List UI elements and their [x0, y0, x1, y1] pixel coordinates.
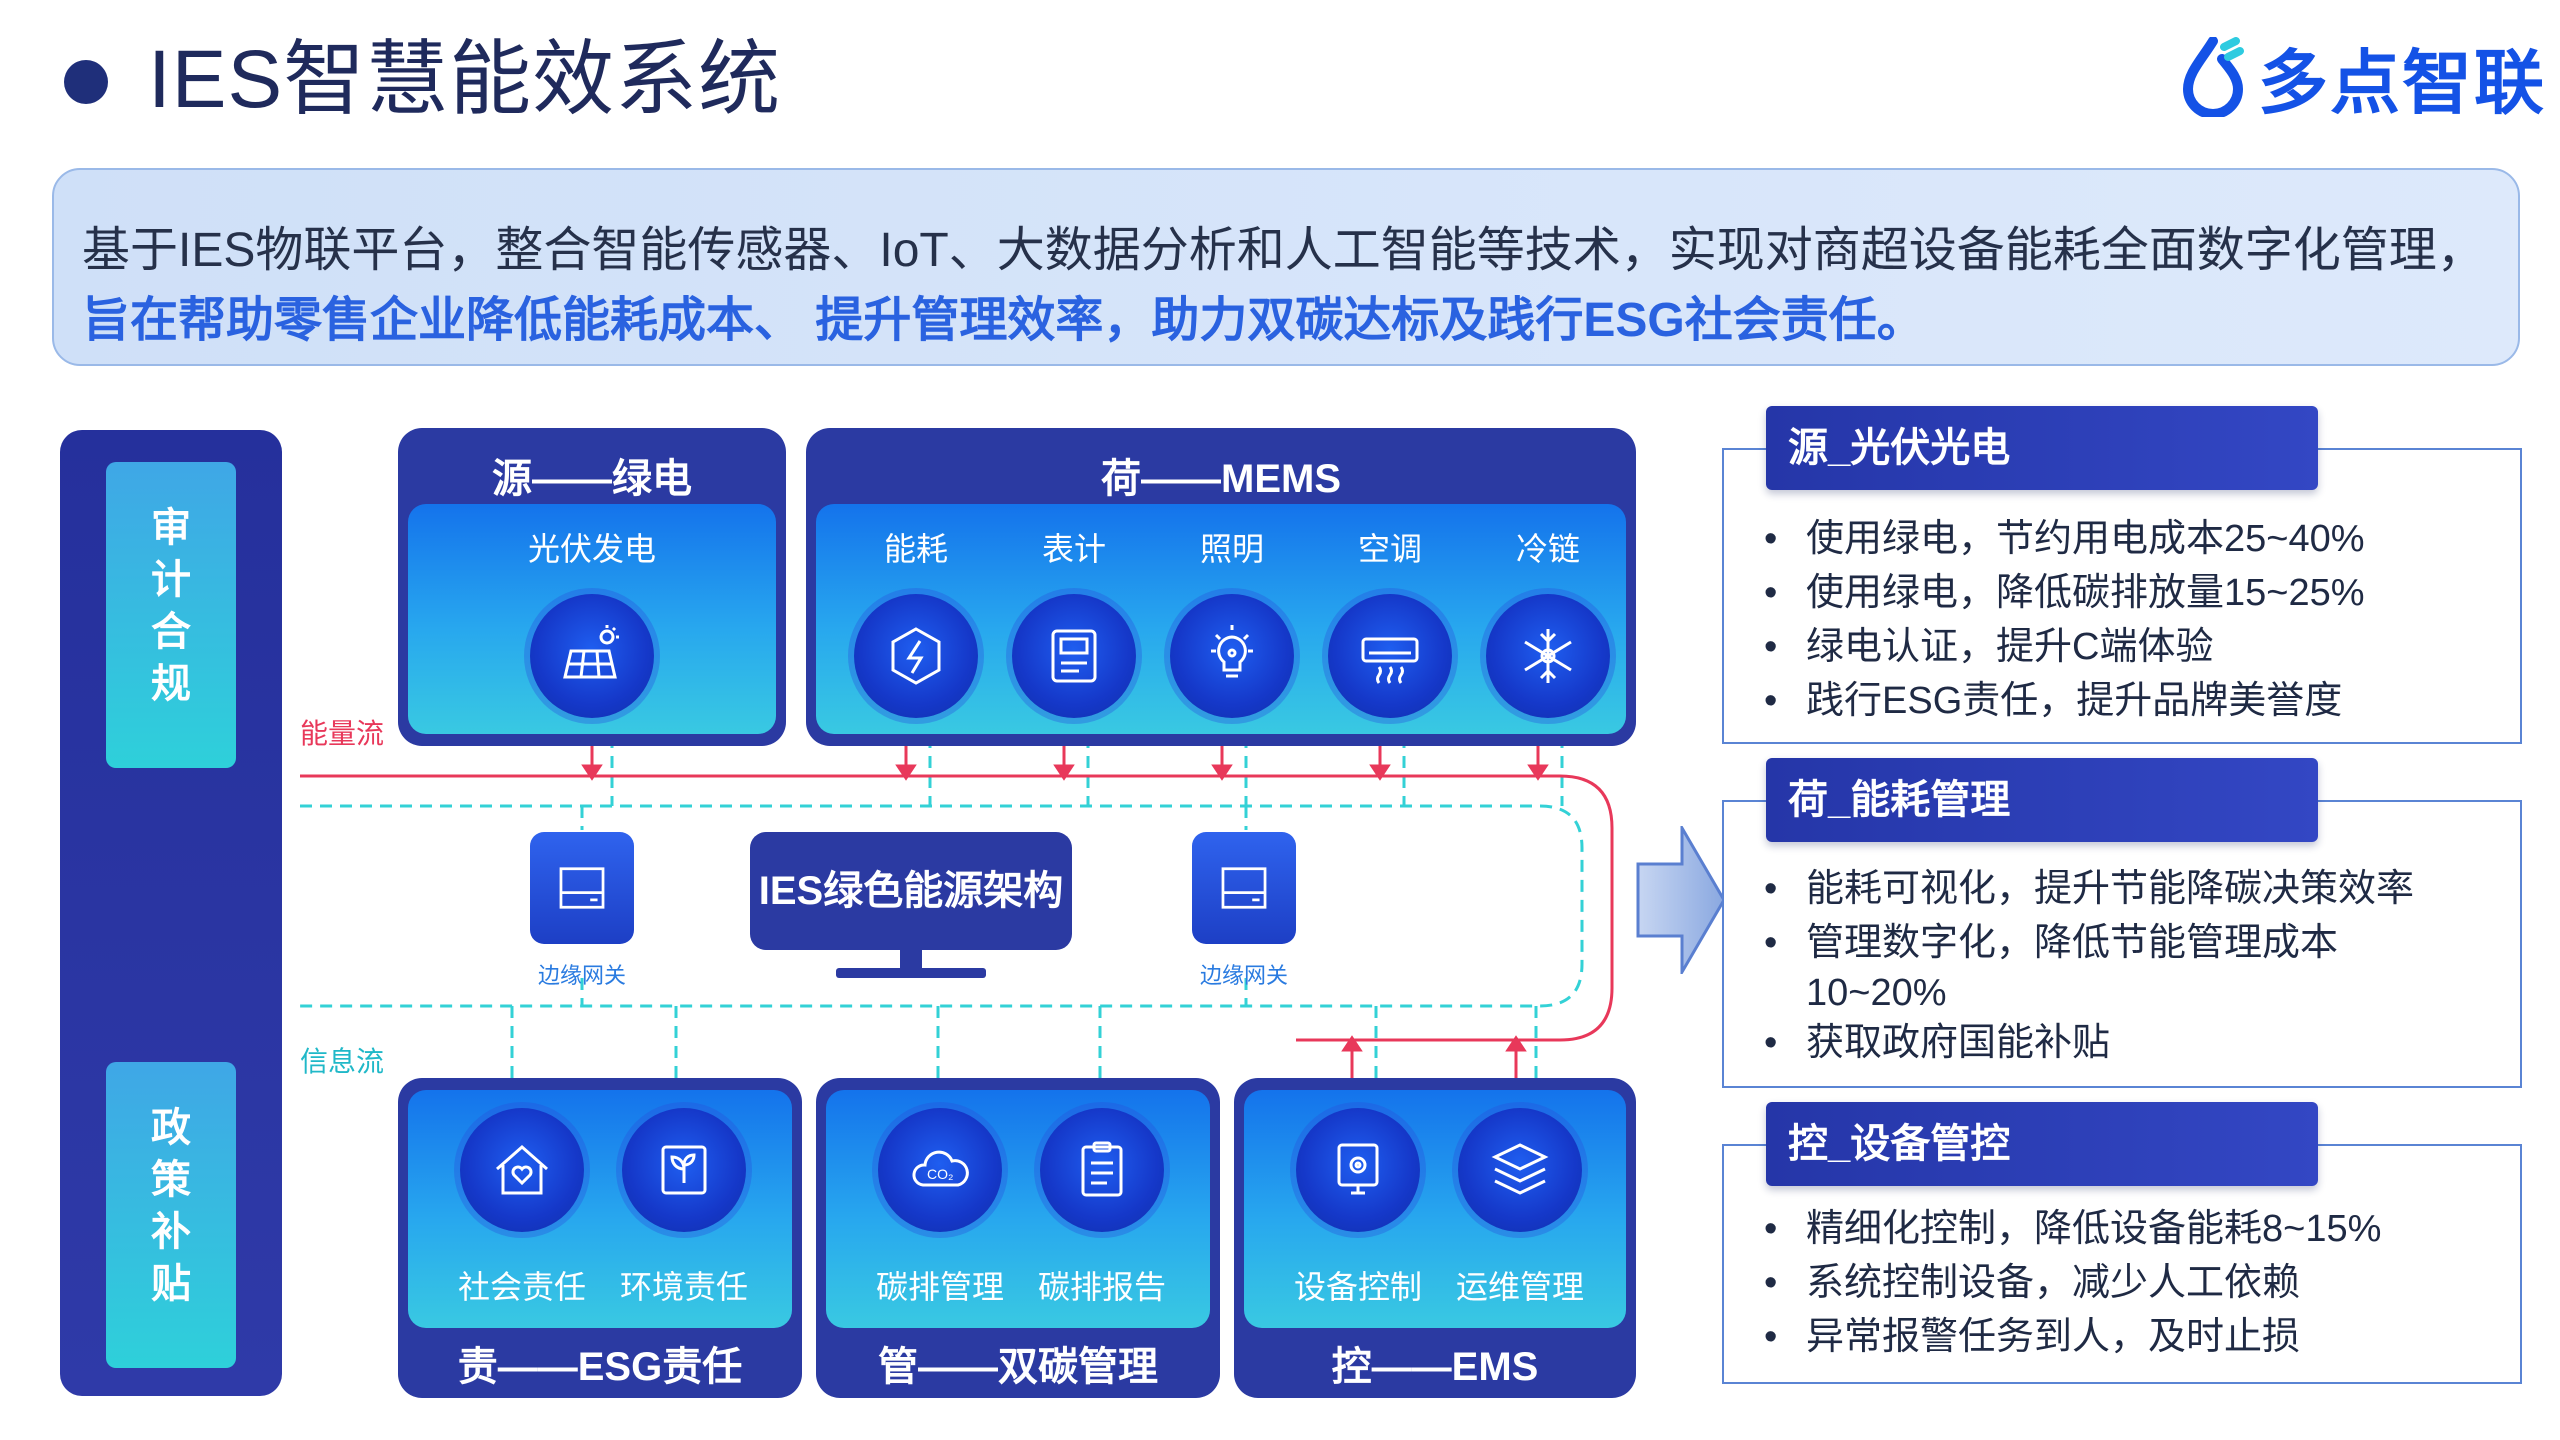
item-label: 碳排报告 [1037, 1269, 1166, 1305]
bullet: 绿电认证，提升C端体验 [1764, 620, 2365, 674]
bullet: 异常报警任务到人，及时止损 [1764, 1310, 2381, 1364]
bullet: 管理数字化，降低节能管理成本 [1764, 916, 2414, 970]
info-flow-label: 信息流 [300, 1046, 385, 1077]
item-social-responsibility: 社会责任 [452, 1108, 592, 1308]
snowflake-icon [1486, 594, 1610, 718]
info-flow-loop [300, 804, 1584, 1008]
gateway-icon [559, 867, 605, 909]
logo: 多点智联 [2180, 32, 2546, 122]
carbon-block-title: 管——双碳管理 [878, 1345, 1158, 1389]
bullet: 能耗可视化，提升节能降碳决策效率 [1764, 862, 2414, 916]
ems-block-title: 控——EMS [1331, 1345, 1539, 1389]
energy-flow-label: 能量流 [300, 718, 385, 749]
card-load-bullets: 能耗可视化，提升节能降碳决策效率 管理数字化，降低节能管理成本 10~20% 获… [1764, 862, 2414, 1070]
item-pv-generation: 光伏发电 [522, 524, 662, 718]
item-label: 光伏发电 [527, 531, 656, 567]
monitor-base [836, 968, 986, 978]
layers-icon [1458, 1108, 1582, 1232]
solar-panel-icon [530, 594, 654, 718]
plant-icon [622, 1108, 746, 1232]
carbon-block: CO₂ 碳排管理 碳排报告 管——双碳管理 [816, 1078, 1220, 1398]
clipboard-icon [1040, 1108, 1164, 1232]
item-cold-chain: 冷链 [1478, 524, 1618, 718]
item-carbon-report: 碳排报告 [1032, 1108, 1172, 1308]
page-title: IES智慧能效系统 [148, 34, 782, 125]
card-source-bullets: 使用绿电，节约用电成本25~40% 使用绿电，降低碳排放量15~25% 绿电认证… [1764, 512, 2365, 728]
gateway-icon [1221, 867, 1267, 909]
ies-architecture-center: IES绿色能源架构 [750, 832, 1072, 950]
intro-line-2: 旨在帮助零售企业降低能耗成本、 提升管理效率，助力双碳达标及践行ESG社会责任。 [82, 294, 1925, 347]
audit-compliance-tag: 审 计 合 规 [106, 462, 236, 768]
source-block-inner: 光伏发电 [408, 504, 776, 734]
item-label: 表计 [1041, 531, 1106, 567]
item-label: 能耗 [883, 531, 948, 567]
bullet-continuation-text: 10~20% [1806, 972, 1947, 1014]
source-block-title: 源——绿电 [492, 457, 692, 501]
load-block-title: 荷——MEMS [1101, 457, 1341, 501]
left-column: 审 计 合 规 政 策 补 贴 [60, 430, 282, 1396]
monitor-stand [900, 950, 922, 968]
item-label: 照明 [1199, 531, 1264, 567]
load-block: 荷——MEMS 能耗 表计 照明 空调 冷链 [806, 428, 1636, 746]
energy-flow-loop [300, 774, 1614, 1042]
air-conditioner-icon [1328, 594, 1452, 718]
device-control-icon [1296, 1108, 1420, 1232]
item-operations: 运维管理 [1450, 1108, 1590, 1308]
bullet: 使用绿电，降低碳排放量15~25% [1764, 566, 2365, 620]
bullet: 践行ESG责任，提升品牌美誉度 [1764, 674, 2365, 728]
item-carbon-management: CO₂ 碳排管理 [870, 1108, 1010, 1308]
bullet-continuation: 10~20% [1764, 970, 2414, 1016]
logo-text: 多点智联 [2258, 43, 2546, 122]
item-label: 设备控制 [1293, 1269, 1422, 1305]
intro-panel: 基于IES物联平台，整合智能传感器、IoT、大数据分析和人工智能等技术，实现对商… [52, 168, 2520, 366]
item-energy: 能耗 [846, 524, 986, 718]
item-air-conditioning: 空调 [1320, 524, 1460, 718]
item-environmental-responsibility: 环境责任 [614, 1108, 754, 1308]
item-label: 环境责任 [619, 1269, 748, 1305]
svg-text:CO₂: CO₂ [927, 1166, 953, 1182]
card-source-title: 源_光伏光电 [1766, 406, 2318, 490]
meter-icon [1012, 594, 1136, 718]
card-load: 能耗可视化，提升节能降碳决策效率 管理数字化，降低节能管理成本 10~20% 获… [1722, 800, 2522, 1088]
load-block-inner: 能耗 表计 照明 空调 冷链 [816, 504, 1626, 734]
ems-block-inner: 设备控制 运维管理 [1244, 1090, 1626, 1328]
bullet: 获取政府国能补贴 [1764, 1016, 2414, 1070]
card-control-bullets: 精细化控制，降低设备能耗8~15% 系统控制设备，减少人工依赖 异常报警任务到人… [1764, 1202, 2381, 1364]
intro-line-1: 基于IES物联平台，整合智能传感器、IoT、大数据分析和人工智能等技术，实现对商… [82, 224, 2485, 277]
bullet: 使用绿电，节约用电成本25~40% [1764, 512, 2365, 566]
card-load-title: 荷_能耗管理 [1766, 758, 2318, 842]
esg-block-inner: 社会责任 环境责任 [408, 1090, 792, 1328]
item-label: 冷链 [1515, 531, 1580, 567]
item-lighting: 照明 [1162, 524, 1302, 718]
house-heart-icon [460, 1108, 584, 1232]
source-block: 源——绿电 光伏发电 [398, 428, 786, 746]
edge-gateway-left-label: 边缘网关 [537, 963, 626, 988]
item-label: 运维管理 [1455, 1269, 1584, 1305]
esg-block: 社会责任 环境责任 责——ESG责任 [398, 1078, 802, 1398]
edge-gateway-right [1192, 832, 1296, 944]
item-label: 碳排管理 [875, 1269, 1004, 1305]
item-meter: 表计 [1004, 524, 1144, 718]
bullet: 精细化控制，降低设备能耗8~15% [1764, 1202, 2381, 1256]
card-source: 使用绿电，节约用电成本25~40% 使用绿电，降低碳排放量15~25% 绿电认证… [1722, 448, 2522, 744]
title-bullet [64, 60, 108, 104]
item-label: 社会责任 [457, 1269, 586, 1305]
carbon-block-inner: CO₂ 碳排管理 碳排报告 [826, 1090, 1210, 1328]
edge-gateway-left [530, 832, 634, 944]
item-label: 空调 [1357, 531, 1422, 567]
right-arrow-icon [1636, 826, 1726, 974]
bullet: 系统控制设备，减少人工依赖 [1764, 1256, 2381, 1310]
ems-block: 设备控制 运维管理 控——EMS [1234, 1078, 1636, 1398]
card-control-title: 控_设备管控 [1766, 1102, 2318, 1186]
logo-drop-icon [2182, 37, 2244, 117]
esg-block-title: 责——ESG责任 [457, 1345, 743, 1389]
item-device-control: 设备控制 [1288, 1108, 1428, 1308]
policy-subsidy-tag: 政 策 补 贴 [106, 1062, 236, 1368]
edge-gateway-right-label: 边缘网关 [1199, 963, 1288, 988]
lightning-hexagon-icon [854, 594, 978, 718]
co2-cloud-icon: CO₂ [878, 1108, 1002, 1232]
light-bulb-icon [1170, 594, 1294, 718]
